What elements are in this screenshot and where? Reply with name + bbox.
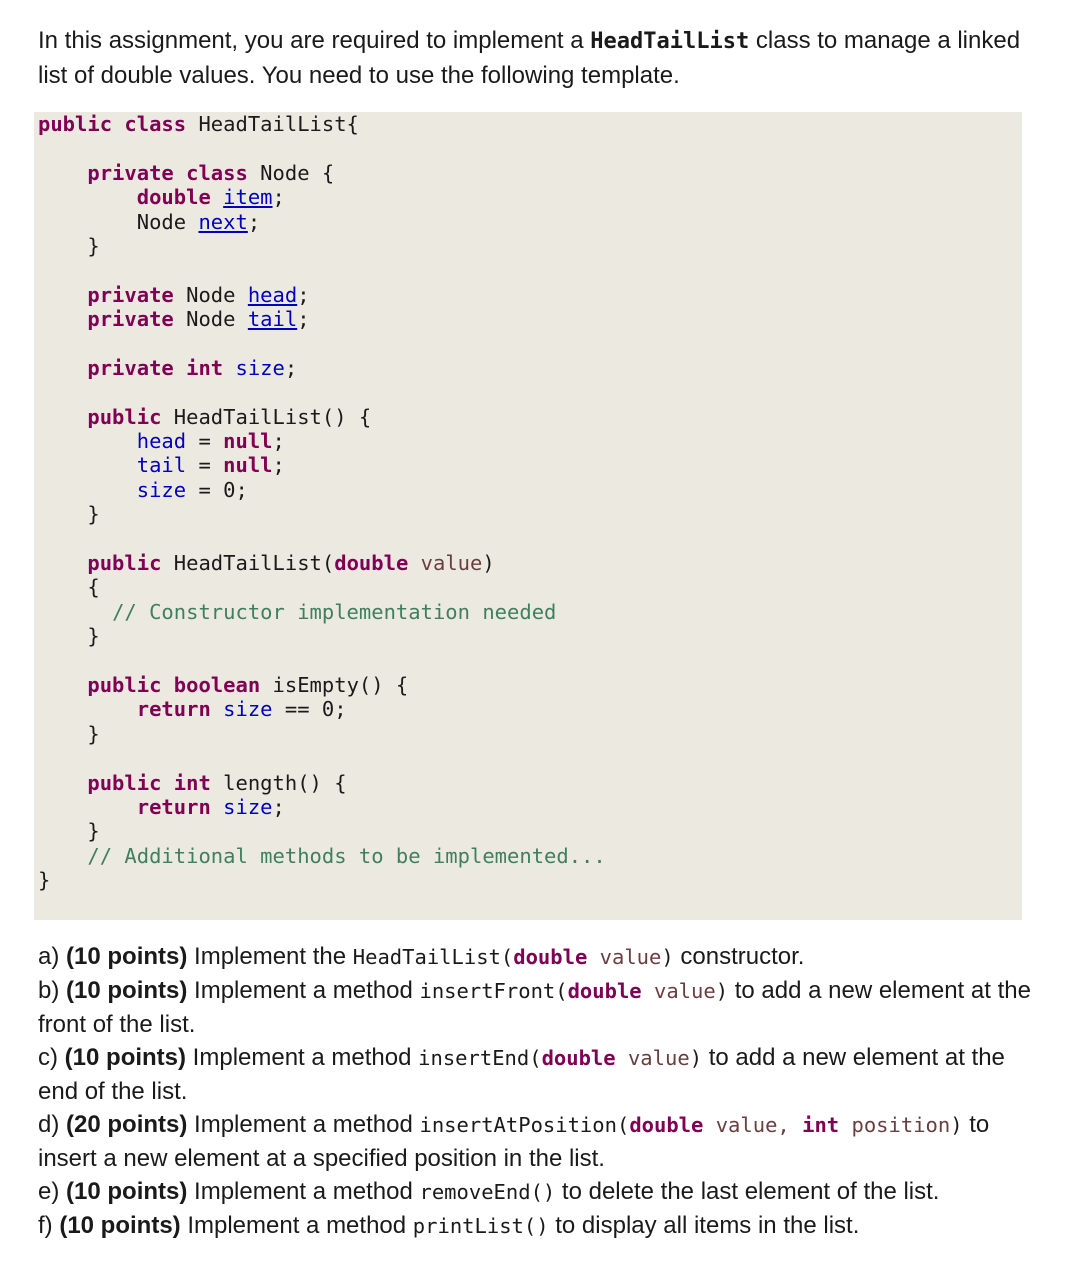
task-e: e) (10 points) Implement a method remove… bbox=[38, 1178, 940, 1205]
code-line: public boolean isEmpty() { bbox=[87, 672, 409, 697]
code-line: private int size; bbox=[87, 355, 298, 380]
code-comment: // Additional methods to be implemented.… bbox=[87, 843, 606, 868]
code-line: size = 0; bbox=[136, 477, 248, 502]
code-line: private class Node { bbox=[87, 160, 335, 185]
code-line: public HeadTailList(double value) bbox=[87, 551, 495, 576]
task-a: a) (10 points) Implement the HeadTailLis… bbox=[38, 943, 805, 970]
code-line: } bbox=[87, 233, 100, 258]
code-line: private Node tail; bbox=[87, 307, 310, 332]
code-comment: // Constructor implementation needed bbox=[112, 599, 557, 624]
code-line: return size == 0; bbox=[136, 697, 347, 722]
code-block-background bbox=[34, 112, 1022, 920]
code-line: public HeadTailList() { bbox=[87, 404, 372, 429]
code-line: double item; bbox=[136, 185, 285, 210]
code-line: private Node head; bbox=[87, 282, 310, 307]
code-line: } bbox=[38, 868, 51, 893]
code-template: public class HeadTailList{ private class… bbox=[38, 112, 606, 893]
task-c: c) (10 points) Implement a method insert… bbox=[38, 1044, 1005, 1105]
code-line: return size; bbox=[136, 794, 285, 819]
intro-text: In this assignment, you are required to … bbox=[38, 27, 591, 54]
code-line: } bbox=[87, 502, 100, 527]
code-line: tail = null; bbox=[136, 453, 285, 478]
code-line: head = null; bbox=[136, 429, 285, 454]
task-f: f) (10 points) Implement a method printL… bbox=[38, 1212, 860, 1239]
task-d: d) (20 points) Implement a method insert… bbox=[38, 1111, 990, 1172]
code-line: } bbox=[87, 721, 100, 746]
class-name: HeadTailList bbox=[590, 29, 750, 54]
code-line: public int length() { bbox=[87, 770, 347, 795]
code-line: } bbox=[87, 624, 100, 649]
task-list: a) (10 points) Implement the HeadTailLis… bbox=[38, 940, 1038, 1243]
code-line: Node next; bbox=[136, 209, 261, 234]
intro-text-end: class to manage a linked list of double … bbox=[38, 27, 1021, 89]
code-line: } bbox=[87, 819, 100, 844]
task-b: b) (10 points) Implement a method insert… bbox=[38, 977, 1031, 1038]
code-line: { bbox=[87, 575, 100, 600]
code-line: public class HeadTailList{ bbox=[38, 112, 359, 136]
intro-paragraph: In this assignment, you are required to … bbox=[38, 24, 1038, 93]
